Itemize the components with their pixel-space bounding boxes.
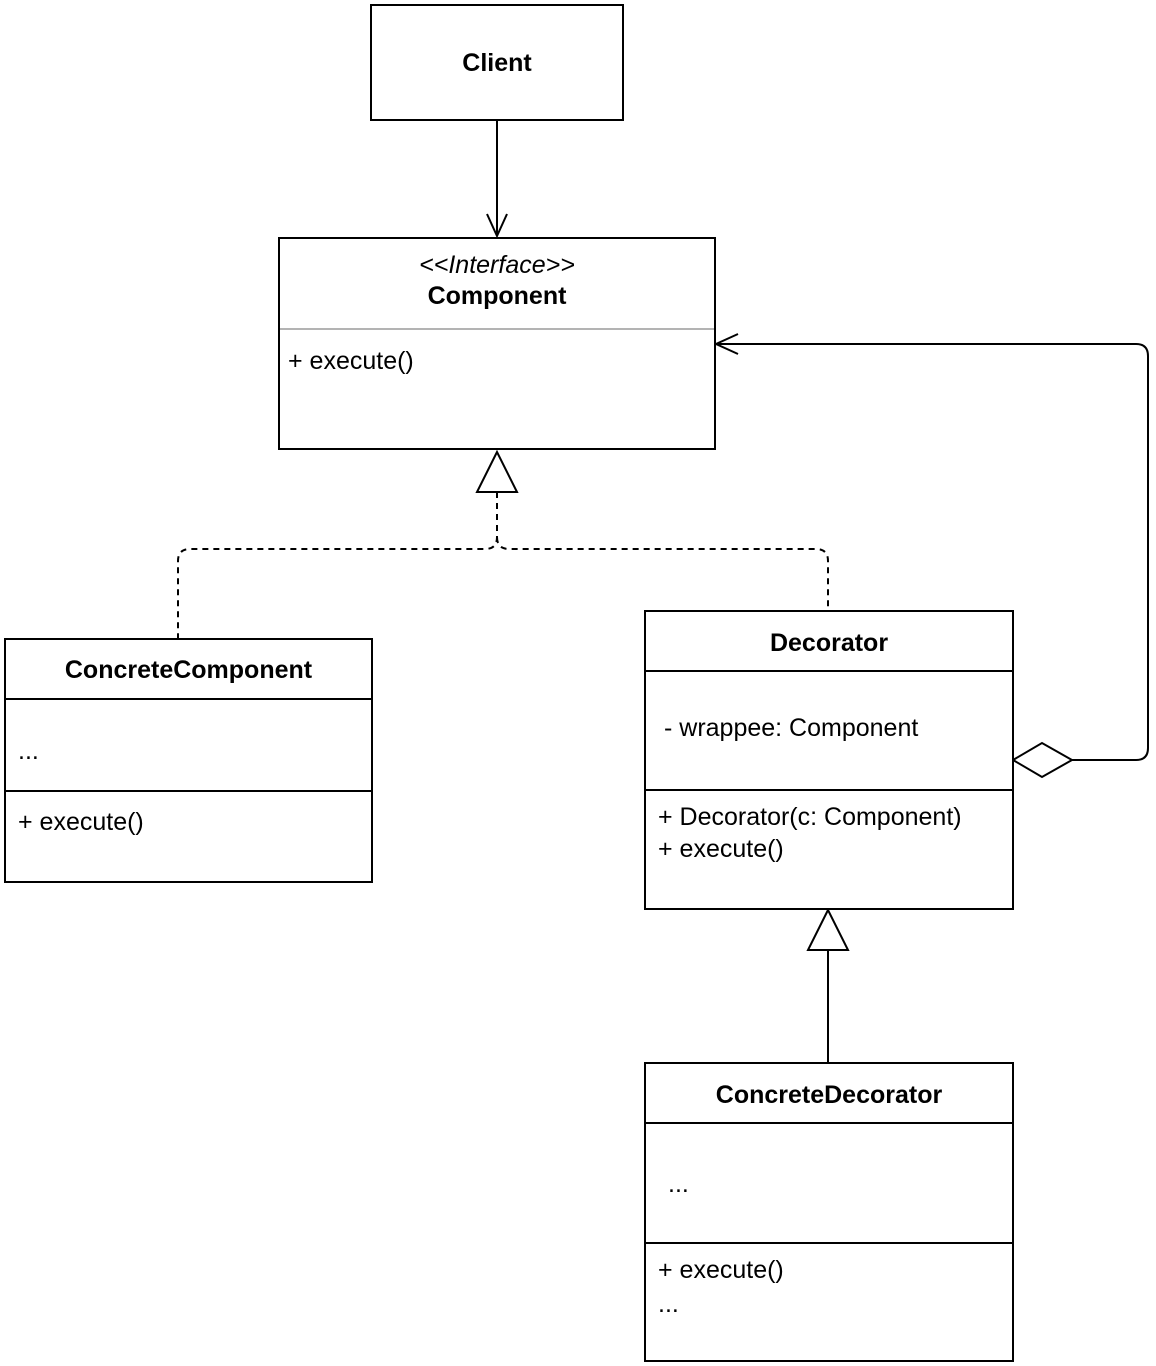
aggregation-connector-line [716,343,1149,761]
decorator-methods-section: + Decorator(c: Component) + execute() [646,789,1012,908]
decorator-class-box: Decorator - wrappee: Component + Decorat… [644,610,1014,910]
client-class-box: Client [370,4,624,121]
concrete-component-class-box: ConcreteComponent ... + execute() [4,638,373,883]
realization-triangle-head [475,449,519,493]
realization-dashed-connector [177,492,498,638]
inheritance-triangle-head [806,907,850,951]
component-class-name: Component [427,282,567,310]
client-class-name: Client [462,49,532,77]
component-methods-section: + execute() [280,328,714,448]
decorator-method: + execute() [658,835,784,863]
component-method: + execute() [288,347,414,375]
concrete-component-class-name: ConcreteComponent [64,656,313,684]
aggregation-arrowhead [713,333,739,355]
concrete-component-field: ... [18,737,39,765]
concrete-decorator-class-name: ConcreteDecorator [715,1081,943,1109]
concrete-decorator-method: ... [658,1290,679,1318]
realization-dashed-connector [496,536,829,610]
concrete-decorator-field: ... [668,1170,689,1198]
concrete-component-fields-section: ... [6,698,371,790]
aggregation-diamond [1011,741,1075,779]
decorator-method: + Decorator(c: Component) [658,803,962,831]
concrete-decorator-class-box: ConcreteDecorator ... + execute() ... [644,1062,1014,1362]
concrete-component-methods-section: + execute() [6,790,371,881]
decorator-field: - wrappee: Component [664,714,919,742]
component-interface-box: <<Interface>> Component + execute() [278,237,716,450]
decorator-fields-section: - wrappee: Component [646,670,1012,789]
component-stereotype: <<Interface>> [419,251,575,279]
decorator-class-name: Decorator [769,629,889,657]
concrete-decorator-method: + execute() [658,1256,784,1284]
concrete-component-method: + execute() [18,808,144,836]
association-arrowhead [486,213,508,239]
concrete-decorator-methods-section: + execute() ... [646,1242,1012,1360]
concrete-decorator-fields-section: ... [646,1122,1012,1242]
